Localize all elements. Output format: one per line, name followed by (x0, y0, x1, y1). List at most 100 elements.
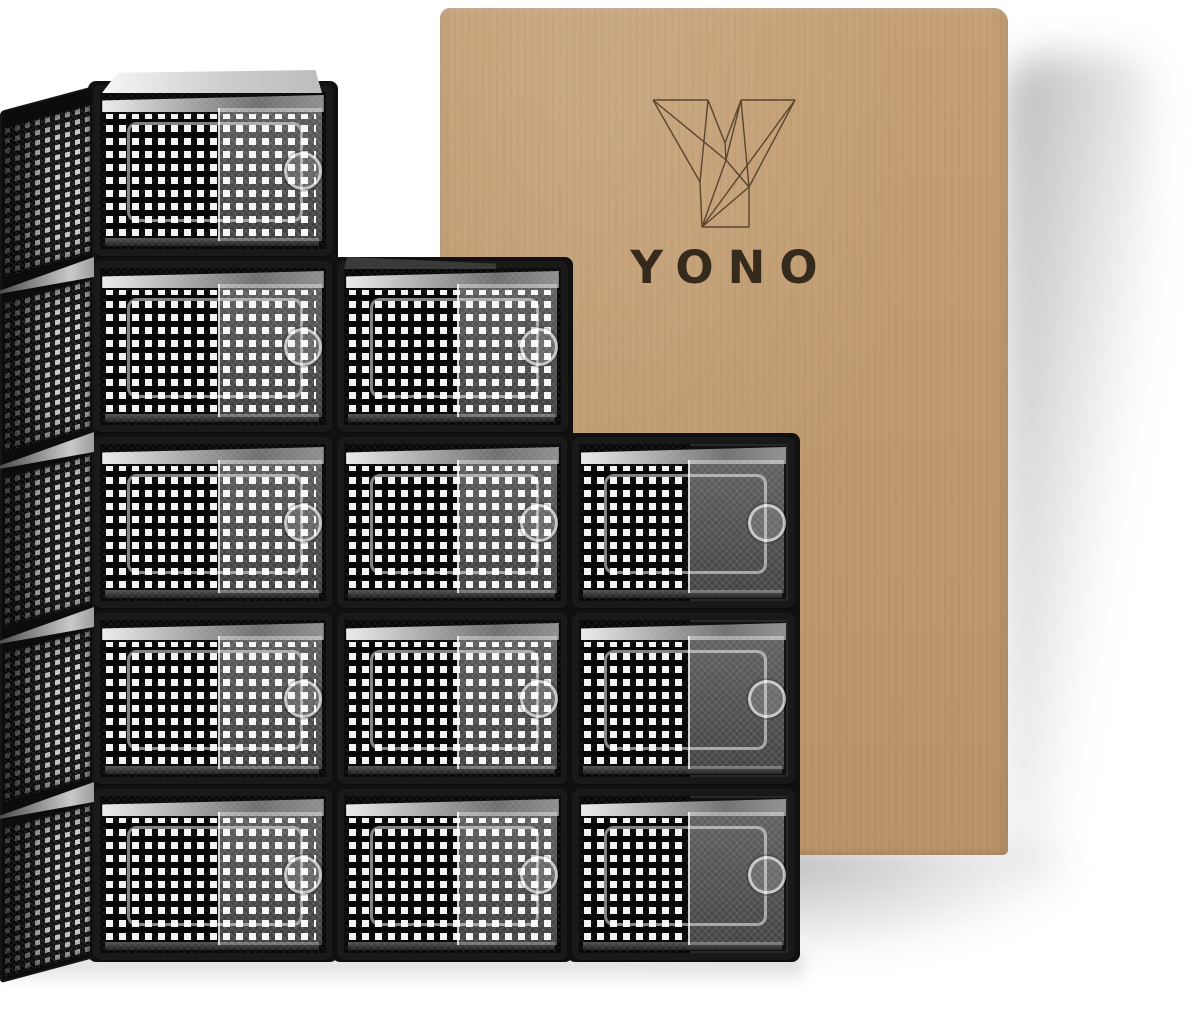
shoebox-front (572, 613, 795, 784)
box-lid-inner-edge (102, 95, 324, 112)
drop-front-door (687, 460, 784, 593)
box-base-lip (104, 590, 320, 598)
finger-hole-icon (284, 503, 323, 542)
door-ridge-outline (370, 649, 540, 751)
finger-hole-icon (520, 327, 559, 366)
finger-hole-icon (284, 151, 323, 190)
shoebox (572, 789, 795, 960)
door-ridge-outline (370, 297, 540, 399)
mesh-texture (5, 629, 91, 801)
box-lid-inner-edge (581, 799, 786, 816)
finger-hole-icon (520, 679, 559, 718)
shoebox (93, 789, 333, 960)
shoebox (93, 70, 333, 256)
door-ridge-outline (127, 649, 304, 751)
finger-hole-icon (284, 327, 323, 366)
perforated-mesh-panel (105, 289, 316, 415)
drop-front-door (217, 460, 322, 593)
box-base-lip (104, 238, 320, 246)
box-base-lip (583, 590, 782, 598)
box-base-lip (583, 942, 782, 950)
shoebox (337, 437, 568, 608)
box-lid-inner-edge (102, 447, 324, 464)
box-lid-inner-edge (102, 271, 324, 288)
shoebox-front (337, 257, 568, 432)
mesh-texture (5, 279, 91, 451)
perforated-mesh-panel (105, 113, 316, 239)
finger-hole-icon (284, 679, 323, 718)
shoebox-front (572, 789, 795, 960)
box-lid-inner-edge (581, 623, 786, 640)
box-base-lip (348, 766, 555, 774)
shoebox-front (93, 613, 333, 784)
carton-brand-text: YONO (630, 241, 832, 294)
shoebox (93, 613, 333, 784)
shoebox-front (337, 437, 568, 608)
door-ridge-outline (604, 649, 768, 751)
shoebox (337, 789, 568, 960)
side-mesh-panel (5, 104, 91, 276)
shoebox-front (337, 613, 568, 784)
door-ridge-outline (604, 473, 768, 575)
perforated-mesh-panel (105, 465, 316, 591)
shoebox (337, 613, 568, 784)
box-base-lip (348, 590, 555, 598)
perforated-mesh-panel (584, 817, 685, 943)
box-lid-inner-edge (102, 623, 324, 640)
box-base-lip (348, 414, 555, 422)
finger-hole-icon (748, 855, 787, 894)
shoebox (337, 257, 568, 432)
door-ridge-outline (370, 825, 540, 927)
box-lid-inner-edge (346, 623, 559, 640)
perforated-mesh-panel (105, 817, 316, 943)
finger-hole-icon (284, 855, 323, 894)
shoebox (93, 437, 333, 608)
door-ridge-outline (127, 825, 304, 927)
box-base-lip (348, 942, 555, 950)
box-top-lid (102, 70, 322, 93)
side-mesh-panel (5, 279, 91, 451)
perforated-mesh-panel (349, 289, 552, 415)
shoebox-front (337, 789, 568, 960)
finger-hole-icon (520, 503, 559, 542)
carton-logo-y-icon (650, 97, 798, 234)
mesh-texture (5, 804, 91, 976)
door-ridge-outline (127, 473, 304, 575)
box-lid-inner-edge (346, 799, 559, 816)
drop-front-door (456, 812, 557, 945)
door-ridge-outline (127, 297, 304, 399)
drop-front-door (687, 636, 784, 769)
box-lid-inner-edge (346, 447, 559, 464)
stack-side-panel (0, 86, 94, 984)
door-ridge-outline (604, 825, 768, 927)
perforated-mesh-panel (349, 817, 552, 943)
mesh-texture (5, 104, 91, 276)
shoebox-front (93, 437, 333, 608)
finger-hole-icon (748, 503, 787, 542)
box-base-lip (104, 414, 320, 422)
carton-shadow-right (1004, 55, 1154, 875)
shoebox-front (93, 261, 333, 432)
drop-front-door (456, 636, 557, 769)
door-ridge-outline (127, 121, 304, 223)
finger-hole-icon (520, 855, 559, 894)
box-lid-inner-edge (102, 799, 324, 816)
perforated-mesh-panel (105, 641, 316, 767)
box-base-lip (104, 766, 320, 774)
box-lid-inner-edge (581, 447, 786, 464)
shoebox (572, 437, 795, 608)
shoebox-front (572, 437, 795, 608)
shoebox (93, 261, 333, 432)
perforated-mesh-panel (349, 641, 552, 767)
box-base-lip (583, 766, 782, 774)
box-base-lip (104, 942, 320, 950)
shoebox-front (93, 70, 333, 256)
box-lid-inner-edge (346, 271, 559, 288)
door-ridge-outline (370, 473, 540, 575)
side-mesh-panel (5, 454, 91, 626)
shoebox-front (93, 789, 333, 960)
perforated-mesh-panel (349, 465, 552, 591)
perforated-mesh-panel (584, 465, 685, 591)
